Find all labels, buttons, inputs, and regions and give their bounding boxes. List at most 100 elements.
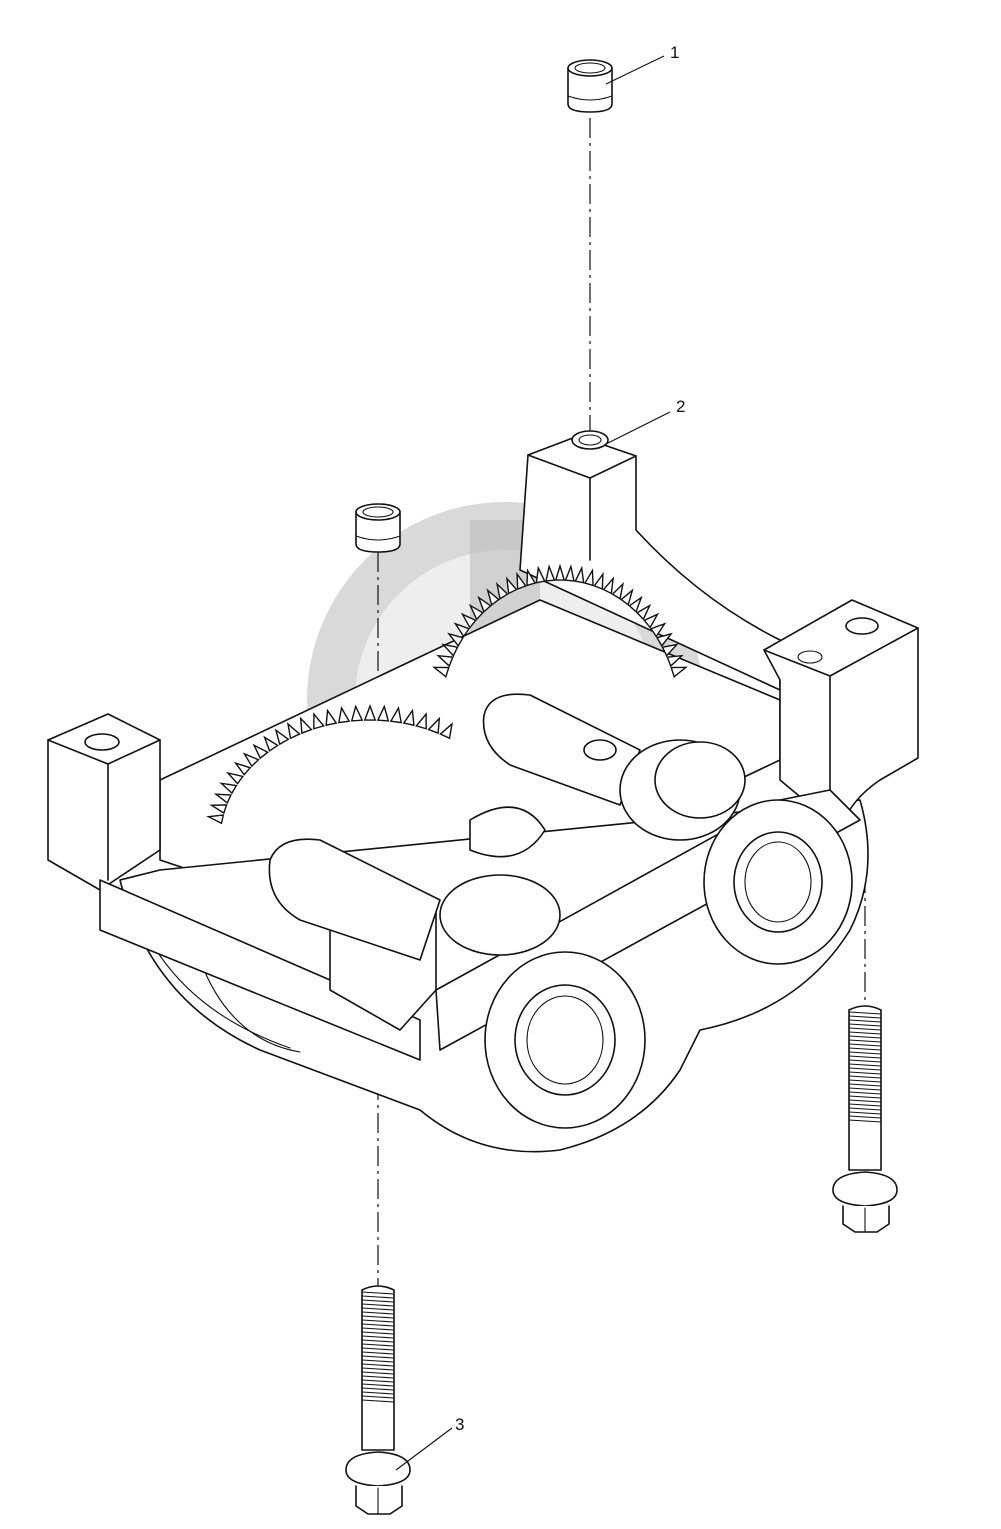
bolt-thread bbox=[848, 1103, 882, 1107]
bolt-thread bbox=[361, 1303, 395, 1307]
bolt-thread bbox=[848, 1079, 882, 1083]
gear-tooth bbox=[389, 706, 403, 724]
gear-left bbox=[206, 703, 454, 825]
gear-tooth bbox=[636, 603, 652, 621]
bolt-thread bbox=[361, 1343, 395, 1347]
gear-tooth bbox=[656, 632, 673, 648]
gear-tooth bbox=[350, 704, 364, 722]
gear-tooth bbox=[583, 568, 594, 587]
bolt-thread bbox=[361, 1299, 395, 1303]
bolt-thread bbox=[361, 1291, 395, 1295]
gear-tooth bbox=[643, 612, 660, 629]
gear-tooth bbox=[486, 588, 500, 607]
gear-tooth bbox=[436, 654, 454, 668]
bolt-thread bbox=[848, 1083, 882, 1087]
gear-tooth bbox=[666, 654, 684, 668]
gear-tooth bbox=[593, 571, 604, 591]
callout-1: 1 bbox=[670, 43, 679, 62]
gear-tooth bbox=[263, 735, 279, 752]
bolt-thread bbox=[361, 1319, 395, 1323]
bolt-thread bbox=[361, 1295, 395, 1299]
gear-tooth bbox=[439, 722, 454, 740]
gear-tooth bbox=[447, 632, 464, 648]
gear-tooth bbox=[252, 743, 269, 760]
gear-tooth bbox=[213, 793, 232, 805]
bolt-thread bbox=[361, 1383, 395, 1387]
bolt-thread bbox=[848, 1055, 882, 1059]
gear-tooth bbox=[516, 571, 527, 591]
gear-tooth bbox=[460, 612, 477, 629]
bolt-thread bbox=[848, 1115, 882, 1119]
bolt-thread bbox=[848, 1063, 882, 1067]
bolt-thread bbox=[848, 1071, 882, 1075]
gear-tooth bbox=[505, 576, 518, 595]
gear-tooth bbox=[670, 666, 688, 678]
bolt-thread bbox=[848, 1059, 882, 1063]
bolt-thread bbox=[848, 1043, 882, 1047]
bolt-thread bbox=[361, 1323, 395, 1327]
bolt-thread bbox=[361, 1355, 395, 1359]
bolt-thread bbox=[848, 1051, 882, 1055]
bolt-thread bbox=[848, 1099, 882, 1103]
gear-tooth bbox=[209, 804, 228, 815]
gear-tooth bbox=[325, 708, 338, 727]
gear-tooth bbox=[661, 643, 679, 657]
gear-tooth bbox=[453, 622, 471, 638]
bolt-thread bbox=[361, 1327, 395, 1331]
bolt-thread bbox=[361, 1395, 395, 1399]
gear-tooth bbox=[313, 712, 325, 730]
gear-tooth bbox=[286, 722, 301, 740]
bolt-thread bbox=[361, 1379, 395, 1383]
bolt-thread bbox=[848, 1111, 882, 1115]
bolt-thread bbox=[848, 1039, 882, 1043]
bolt-thread bbox=[361, 1307, 395, 1311]
gear-tooth bbox=[477, 595, 492, 613]
bolt-thread bbox=[848, 1075, 882, 1079]
gear-tooth bbox=[495, 581, 509, 600]
bolt-thread bbox=[361, 1347, 395, 1351]
bolt-thread bbox=[361, 1399, 395, 1403]
gear-tooth bbox=[649, 622, 667, 638]
bolt-thread bbox=[848, 1095, 882, 1099]
gear-tooth bbox=[432, 666, 450, 678]
housing bbox=[47, 430, 919, 1153]
bolt-thread bbox=[848, 1011, 882, 1015]
bolt-thread bbox=[361, 1335, 395, 1339]
callout-3: 3 bbox=[455, 1415, 464, 1434]
bushing-left bbox=[355, 503, 401, 553]
callout-2: 2 bbox=[676, 397, 685, 416]
bolt-thread bbox=[361, 1371, 395, 1375]
gear-tooth bbox=[233, 761, 252, 776]
bolt-thread bbox=[361, 1367, 395, 1371]
gear-tooth bbox=[535, 565, 546, 584]
gear-tooth bbox=[554, 563, 566, 581]
bolt-thread bbox=[848, 1031, 882, 1035]
gear-tooth bbox=[441, 643, 459, 657]
gear-tooth bbox=[299, 716, 313, 735]
bolt-thread bbox=[361, 1339, 395, 1343]
gear-tooth bbox=[620, 588, 634, 607]
gear-tooth bbox=[219, 782, 238, 795]
bolt-thread bbox=[848, 1047, 882, 1051]
bolt-thread bbox=[848, 1023, 882, 1027]
bolt-thread bbox=[361, 1311, 395, 1315]
gear-tooth bbox=[545, 564, 556, 582]
gear-tooth bbox=[468, 603, 484, 621]
bolt-thread bbox=[361, 1331, 395, 1335]
bolt-thread bbox=[848, 1107, 882, 1111]
bolt-thread bbox=[848, 1019, 882, 1023]
gear-tooth bbox=[376, 704, 390, 722]
bolt-thread bbox=[361, 1359, 395, 1363]
gear-tooth bbox=[602, 576, 615, 595]
gear-tooth bbox=[363, 703, 377, 721]
bolt-thread bbox=[361, 1391, 395, 1395]
bolt-thread bbox=[848, 1015, 882, 1019]
gear-tooth bbox=[526, 568, 537, 587]
bolt-thread bbox=[361, 1351, 395, 1355]
leader-lines bbox=[395, 55, 671, 1471]
bolt-thread bbox=[848, 1027, 882, 1031]
bolt-thread bbox=[361, 1387, 395, 1391]
gear-tooth bbox=[628, 595, 643, 613]
bolt-thread bbox=[361, 1363, 395, 1367]
